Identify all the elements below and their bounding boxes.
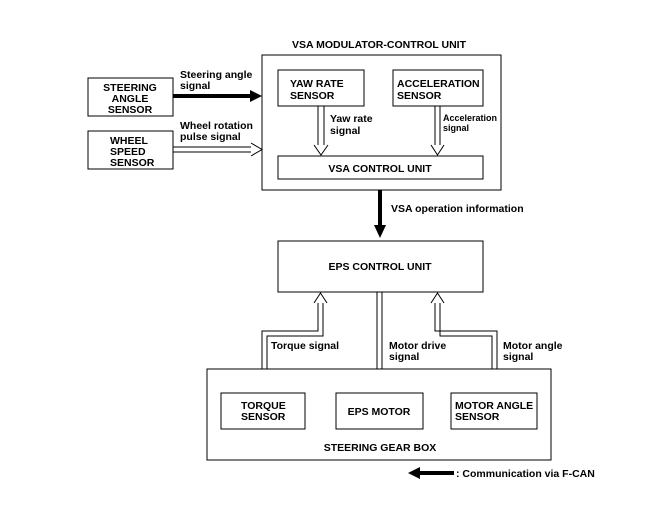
motor-angle-signal-label-1: Motor angle [503, 340, 563, 352]
steering-angle-signal-label-1: Steering angle [180, 69, 253, 81]
vsa-unit-title: VSA MODULATOR-CONTROL UNIT [292, 39, 467, 51]
vsa-operation-info-label: VSA operation information [391, 203, 524, 215]
vsa-control-unit-label: VSA CONTROL UNIT [328, 163, 432, 175]
steering-angle-signal-arrow [173, 90, 262, 102]
wheel-rotation-signal-arrow [173, 142, 263, 157]
torque-signal-label: Torque signal [271, 340, 339, 352]
steering-gear-box-label: STEERING GEAR BOX [324, 442, 437, 454]
wheel-speed-sensor-label-3: SENSOR [110, 157, 155, 169]
yaw-rate-sensor-label-2: SENSOR [290, 90, 335, 102]
motor-angle-signal-arrow [430, 292, 498, 393]
acceleration-sensor: ACCELERATION SENSOR [392, 69, 484, 107]
torque-sensor-label-2: SENSOR [241, 411, 286, 423]
vsa-control-unit: VSA CONTROL UNIT [277, 155, 484, 180]
acceleration-signal-arrow [430, 106, 445, 156]
steering-angle-sensor-label-3: SENSOR [108, 104, 153, 116]
acceleration-sensor-label-2: SENSOR [397, 90, 442, 102]
acceleration-signal-label-1: Acceleration [443, 113, 497, 123]
eps-control-unit: EPS CONTROL UNIT [277, 240, 484, 293]
torque-sensor: TORQUE SENSOR [220, 392, 306, 430]
wheel-speed-sensor-label-1: WHEEL [110, 135, 149, 147]
legend-text: : Communication via F-CAN [456, 468, 595, 480]
steering-angle-sensor-label-2: ANGLE [112, 93, 149, 105]
yaw-rate-signal-label-1: Yaw rate [330, 113, 373, 125]
motor-angle-sensor: MOTOR ANGLE SENSOR [450, 392, 538, 430]
motor-drive-signal-label-2: signal [389, 351, 419, 363]
motor-angle-signal-label-2: signal [503, 351, 533, 363]
legend-fcan-arrow [408, 467, 454, 479]
eps-motor: EPS MOTOR [335, 392, 424, 430]
wheel-speed-sensor-label-2: SPEED [110, 146, 146, 158]
acceleration-signal-label-2: signal [443, 123, 469, 133]
motor-angle-sensor-label-1: MOTOR ANGLE [455, 400, 533, 412]
torque-sensor-label-1: TORQUE [241, 400, 286, 412]
steering-angle-sensor: STEERING ANGLE SENSOR [87, 77, 174, 117]
motor-drive-signal-label-1: Motor drive [389, 340, 446, 352]
vsa-operation-info-arrow [374, 190, 386, 238]
yaw-rate-signal-label-2: signal [330, 125, 360, 137]
eps-motor-label: EPS MOTOR [348, 406, 411, 418]
motor-angle-sensor-label-2: SENSOR [455, 411, 500, 423]
yaw-rate-sensor: YAW RATE SENSOR [277, 69, 365, 107]
yaw-rate-signal-arrow [313, 106, 329, 156]
acceleration-sensor-label-1: ACCELERATION [397, 78, 480, 90]
torque-signal-arrow [261, 292, 328, 393]
wheel-rotation-signal-label-2: pulse signal [180, 131, 241, 143]
eps-control-unit-label: EPS CONTROL UNIT [328, 261, 432, 273]
wheel-speed-sensor: WHEEL SPEED SENSOR [87, 130, 174, 170]
steering-angle-signal-label-2: signal [180, 80, 210, 92]
yaw-rate-sensor-label-1: YAW RATE [290, 78, 344, 90]
steering-angle-sensor-label-1: STEERING [103, 82, 157, 94]
wheel-rotation-signal-label-1: Wheel rotation [180, 120, 253, 132]
